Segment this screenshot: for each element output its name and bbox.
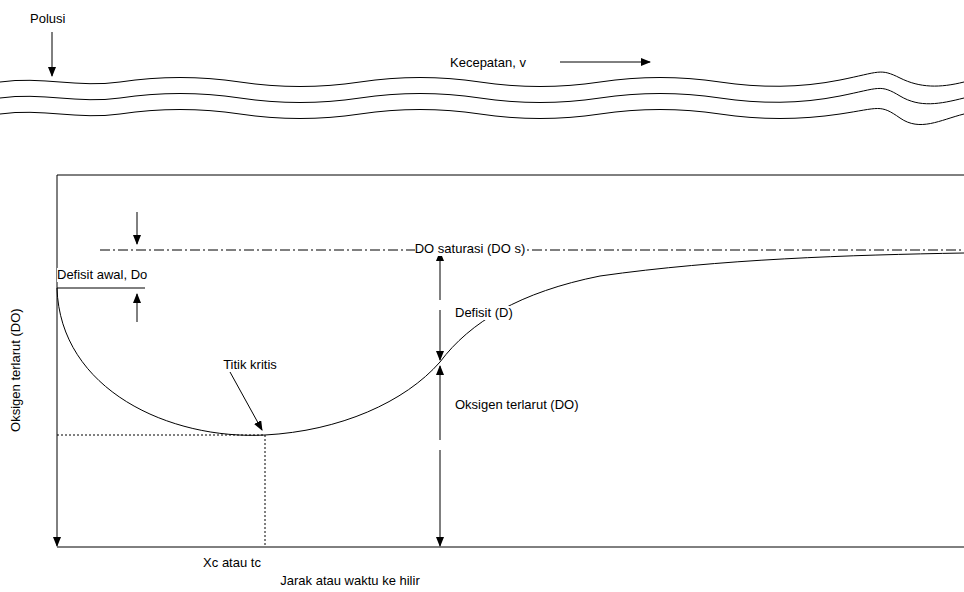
critical-guide bbox=[265, 435, 266, 547]
pollution-label: Polusi bbox=[30, 12, 65, 26]
sag-curve bbox=[57, 253, 964, 435]
saturation-line bbox=[100, 250, 964, 251]
do-label: Oksigen terlarut (DO) bbox=[455, 398, 579, 412]
pollution-arrow bbox=[52, 32, 53, 76]
critical-point-label: Titik kritis bbox=[223, 358, 277, 372]
river-line bbox=[0, 109, 964, 125]
y-axis-label: Oksigen terlarut (DO) bbox=[9, 308, 23, 432]
x-axis-label: Jarak atau waktu ke hilir bbox=[280, 574, 419, 588]
deficit-label: Defisit (D) bbox=[455, 306, 513, 320]
critical-leader bbox=[230, 372, 262, 430]
y-axis bbox=[57, 175, 58, 546]
deficit-arrow bbox=[440, 252, 441, 300]
river-line bbox=[0, 72, 964, 86]
velocity-label: Kecepatan, v bbox=[450, 56, 526, 70]
deficit-arrow bbox=[440, 310, 441, 360]
initial-deficit-label: Defisit awal, Do bbox=[57, 268, 147, 282]
do-arrow bbox=[440, 366, 441, 440]
critical-guide bbox=[57, 435, 265, 436]
river-line bbox=[0, 88, 964, 103]
do-arrow bbox=[440, 450, 441, 546]
plot-frame bbox=[57, 175, 964, 176]
initial-deficit-line bbox=[57, 288, 145, 289]
saturation-label: DO saturasi (DO s) bbox=[415, 242, 526, 256]
deficit-arrow bbox=[137, 212, 138, 244]
critical-distance-label: Xc atau tc bbox=[203, 556, 261, 570]
x-axis bbox=[57, 547, 964, 548]
deficit-arrow bbox=[137, 294, 138, 322]
velocity-arrow bbox=[560, 62, 650, 63]
